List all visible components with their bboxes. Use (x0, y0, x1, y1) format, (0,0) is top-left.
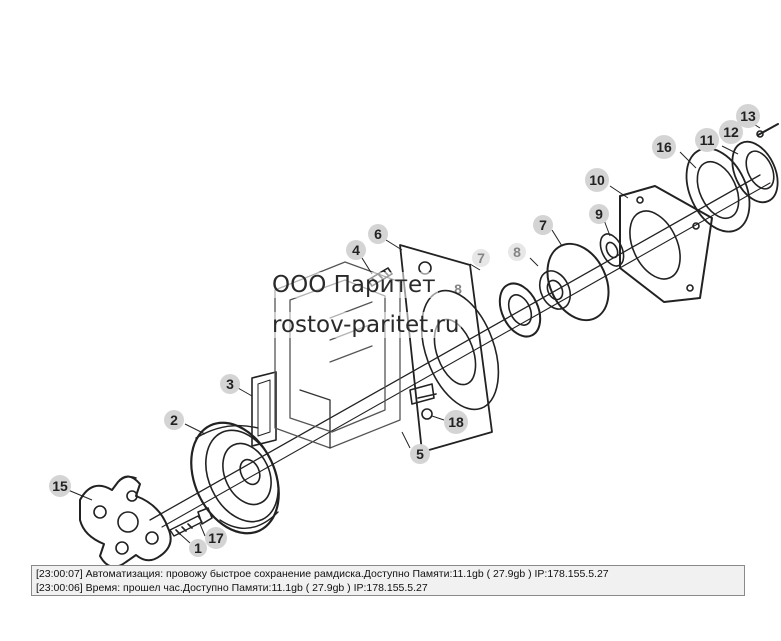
callout-2: 2 (164, 410, 184, 430)
part-5-housing-ring (420, 289, 500, 411)
part-7-bearing-flange (538, 242, 610, 322)
svg-text:4: 4 (352, 242, 360, 258)
svg-text:11: 11 (700, 132, 715, 148)
callout-7: 7 (533, 215, 553, 235)
callout-12: 12 (719, 120, 743, 144)
svg-text:10: 10 (589, 172, 605, 188)
status-log-panel: [23:00:07] Автоматизация: провожу быстро… (31, 565, 745, 596)
ghost-label-8-lower: 8 (454, 281, 462, 297)
log-line-2: [23:00:06] Время: прошел час.Доступно Па… (36, 582, 428, 594)
svg-text:1: 1 (194, 540, 202, 556)
svg-text:9: 9 (595, 206, 603, 222)
part-16-gasket (685, 147, 751, 233)
svg-text:17: 17 (208, 530, 224, 546)
axle (149, 174, 761, 521)
callout-5: 5 (410, 444, 430, 464)
center-housing (274, 261, 401, 449)
svg-text:18: 18 (448, 414, 464, 430)
callout-1: 1 (189, 539, 207, 557)
leader-lines (67, 117, 761, 544)
svg-text:3: 3 (226, 376, 234, 392)
callout-3: 3 (220, 374, 240, 394)
ghost-label-7: 7 (472, 249, 490, 267)
svg-text:12: 12 (723, 124, 739, 140)
svg-text:13: 13 (740, 108, 756, 124)
part-4-screw (367, 267, 393, 287)
part-15-flange-plate (79, 475, 172, 568)
svg-text:7: 7 (477, 250, 485, 266)
callout-13: 13 (736, 104, 760, 128)
svg-text:15: 15 (52, 478, 68, 494)
svg-text:8: 8 (513, 244, 521, 260)
svg-text:2: 2 (170, 412, 178, 428)
svg-text:16: 16 (656, 139, 672, 155)
part-12-13-screw (756, 123, 779, 138)
part-18-nut (417, 393, 437, 420)
callout-labels: 15 2 3 4 6 5 7 9 10 16 11 12 13 1 17 18 (49, 104, 760, 557)
part-2-pulley (190, 421, 280, 535)
svg-text:8: 8 (454, 281, 462, 297)
part-3-bracket (251, 371, 277, 447)
callout-18: 18 (444, 410, 468, 434)
callout-11: 11 (695, 128, 719, 152)
svg-text:5: 5 (416, 446, 424, 462)
log-line-1: [23:00:07] Автоматизация: провожу быстро… (36, 568, 609, 580)
callout-6: 6 (368, 224, 388, 244)
callout-10: 10 (585, 168, 609, 192)
part-8-bearing (498, 282, 542, 338)
callout-4: 4 (346, 240, 366, 260)
ghost-label-8-upper: 8 (508, 243, 526, 261)
part-10-mounting-plate (619, 185, 713, 303)
svg-text:7: 7 (539, 217, 547, 233)
part-17-bolt (169, 507, 213, 537)
ghost-labels: 7 8 8 (454, 243, 526, 297)
callout-17: 17 (205, 527, 227, 549)
callout-16: 16 (652, 135, 676, 159)
callout-9: 9 (589, 204, 609, 224)
svg-text:6: 6 (374, 226, 382, 242)
callout-15: 15 (49, 475, 71, 497)
part-11-end-cap (731, 140, 779, 204)
